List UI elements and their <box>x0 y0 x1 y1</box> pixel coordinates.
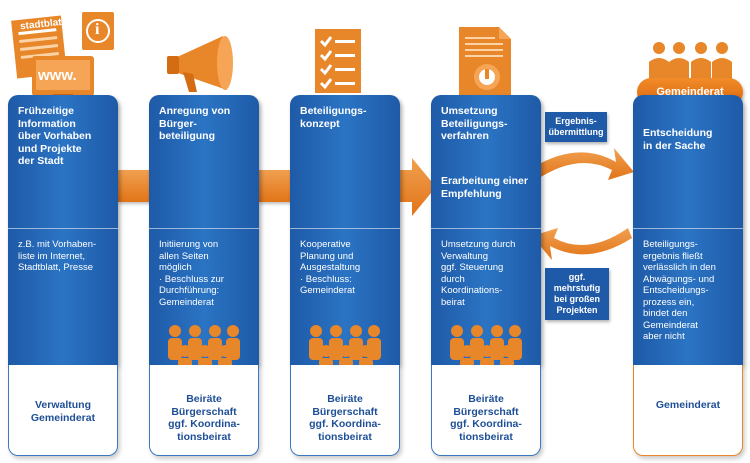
stage-actor-label: Beiräte Bürgerschaft ggf. Koordina- tion… <box>309 393 381 443</box>
stage-actor-box: Beiräte Bürgerschaft ggf. Koordina- tion… <box>290 365 400 456</box>
stage-description: z.B. mit Vorhaben- liste im Internet, St… <box>18 239 97 273</box>
stage-actor-label: Gemeinderat <box>655 399 721 411</box>
stage-actor-label: Verwaltung Gemeinderat <box>30 399 96 424</box>
arrow-right-icon <box>394 158 436 216</box>
council-people-icon <box>649 42 732 80</box>
multistage-label: ggf. mehrstufig bei großen Projekten <box>545 268 609 320</box>
stage-description: Umsetzung durch Verwaltung ggf. Steuerun… <box>441 239 516 308</box>
connector-2-3 <box>258 170 296 202</box>
curved-arrow-back-icon <box>532 228 632 260</box>
www-label: www. <box>38 67 77 84</box>
stage-title: Beteiligungs- konzept <box>300 105 367 130</box>
stage-title: Umsetzung Beteiligungs- verfahren <box>441 105 508 142</box>
stage-title: Entscheidung in der Sache <box>643 127 713 152</box>
checklist-icon <box>315 29 361 93</box>
document-icon <box>459 27 511 97</box>
stage-subtitle: Erarbeitung einer Empfehlung <box>441 175 528 200</box>
stage-actor-box: Beiräte Bürgerschaft ggf. Koordina- tion… <box>149 365 259 456</box>
stage-title: Frühzeitige Information über Vorhaben un… <box>18 105 92 167</box>
curved-arrow-forward-icon <box>532 148 634 180</box>
stage-title: Anregung von Bürger- beteiligung <box>159 105 231 142</box>
newspaper-icon <box>11 12 114 98</box>
stage-description: Beteiligungs- ergebnis fließt verlässlic… <box>643 239 716 342</box>
megaphone-icon <box>167 36 233 92</box>
stage-description: Kooperative Planung und Ausgestaltung · … <box>300 239 361 296</box>
stage-actor-box: Beiräte Bürgerschaft ggf. Koordina- tion… <box>431 365 541 456</box>
stage-actor-label: Beiräte Bürgerschaft ggf. Koordina- tion… <box>168 393 240 443</box>
stage-actor-box: Verwaltung Gemeinderat <box>8 365 118 456</box>
result-transfer-label: Ergebnis- übermittlung <box>545 112 607 142</box>
info-icon: i <box>95 21 100 38</box>
stage-actor-label: Beiräte Bürgerschaft ggf. Koordina- tion… <box>450 393 522 443</box>
stage-description: Initiierung von allen Seiten möglich · B… <box>159 239 224 308</box>
stage-actor-box: Gemeinderat <box>633 365 743 456</box>
